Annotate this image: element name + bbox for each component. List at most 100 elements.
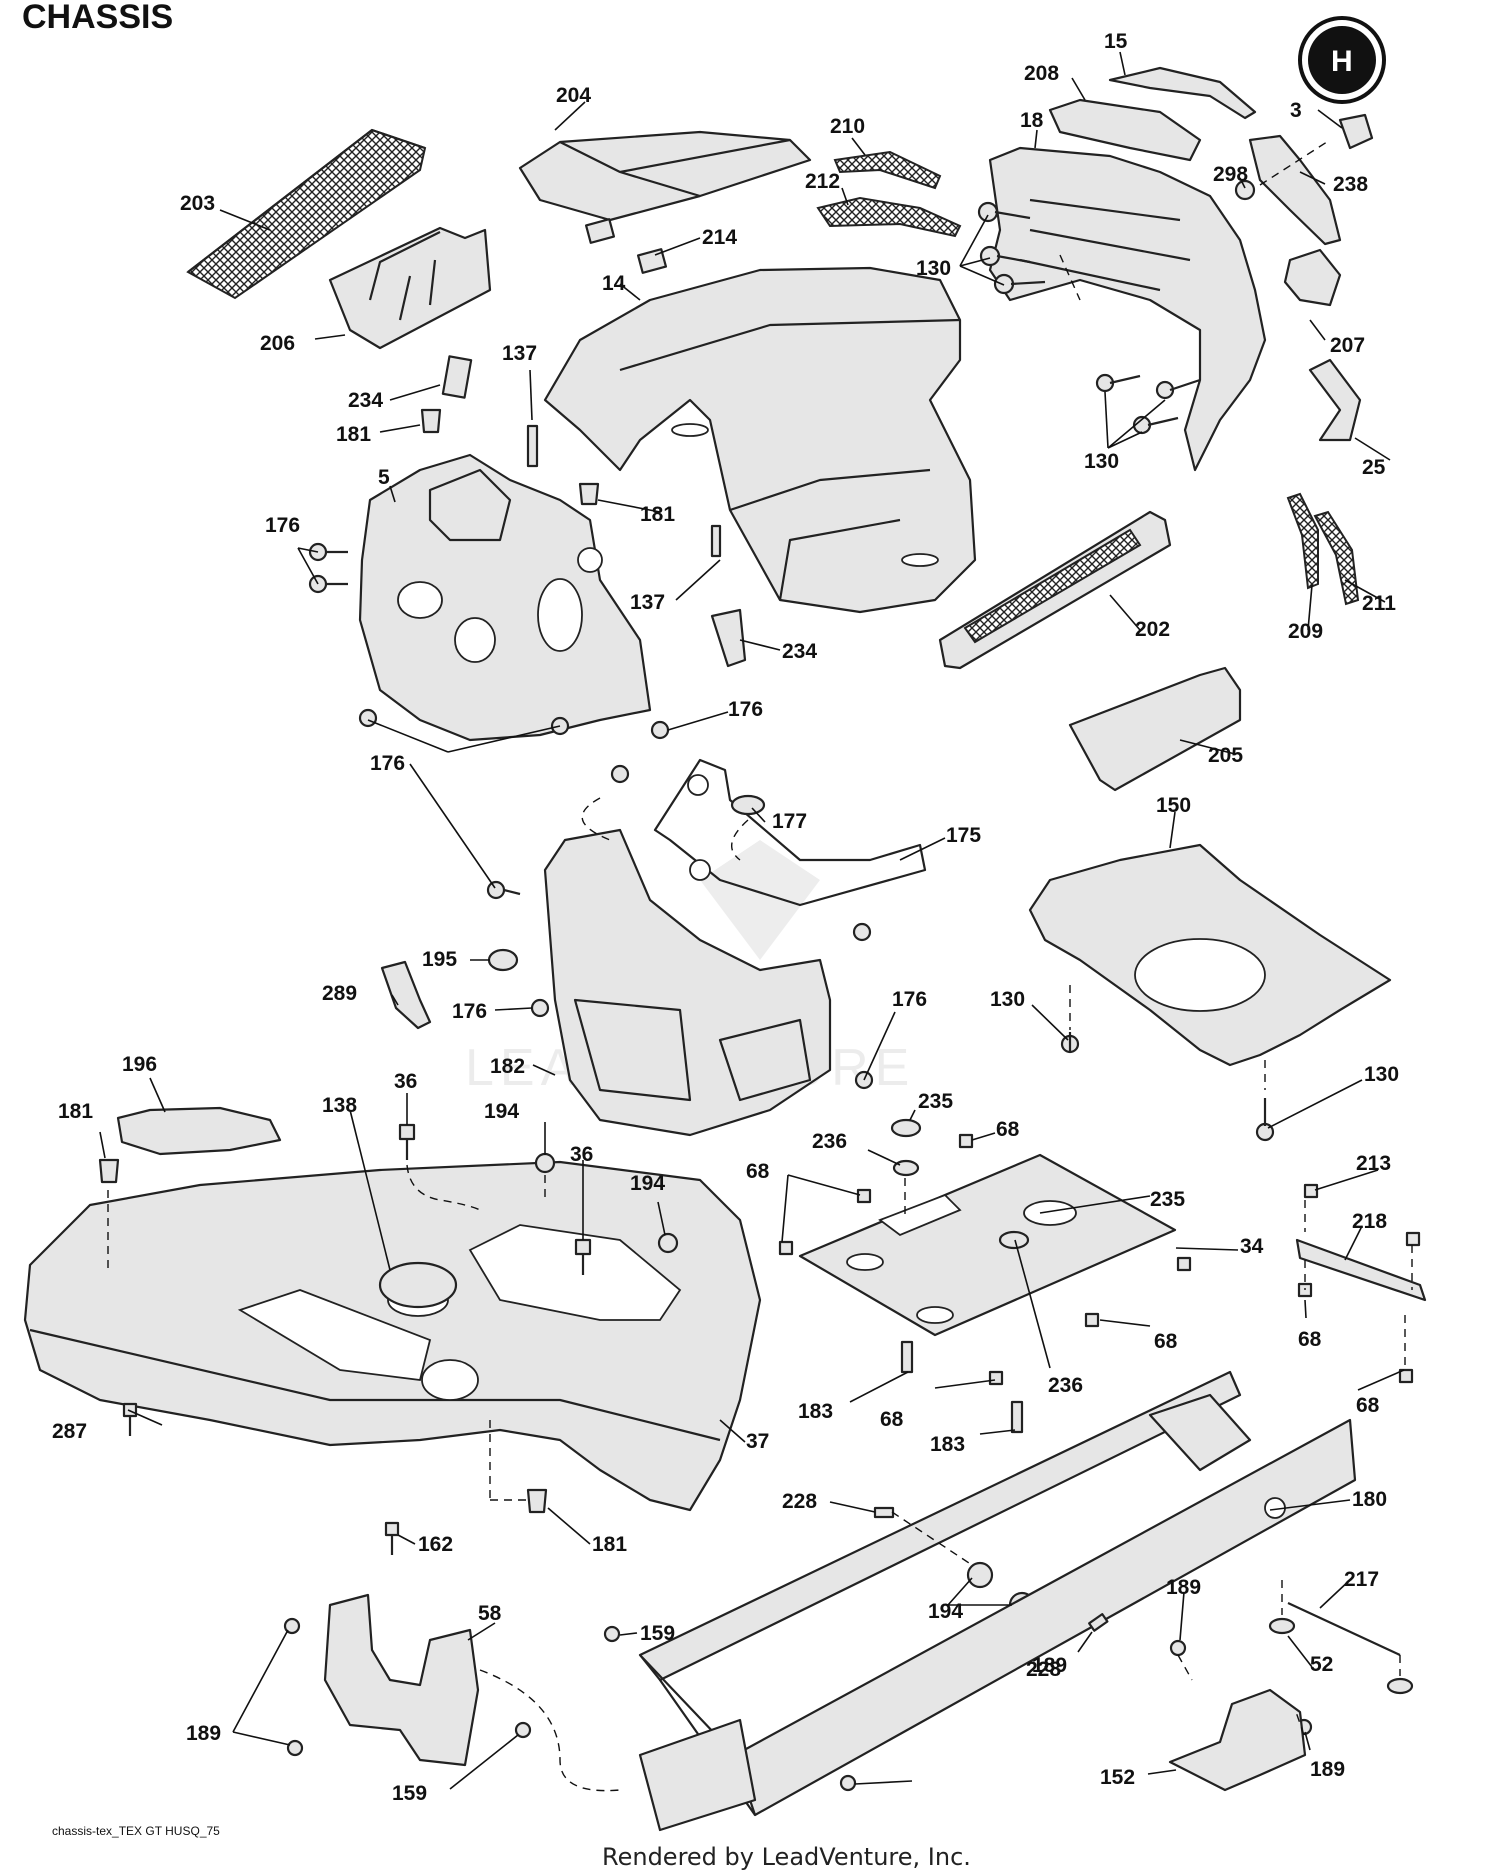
callout-label: 15 xyxy=(1104,30,1128,53)
part-grille-210 xyxy=(833,150,942,190)
part-nut-298 xyxy=(1234,179,1256,201)
callout-label: 203 xyxy=(180,192,215,215)
callout-label: 68 xyxy=(1356,1394,1380,1417)
callout-label: 180 xyxy=(1352,1488,1387,1511)
callout-label: 68 xyxy=(1298,1328,1322,1351)
callout-label: 159 xyxy=(640,1622,675,1645)
callout-label: 236 xyxy=(1048,1374,1083,1397)
part-strip-137a xyxy=(526,424,539,468)
callout-label: 182 xyxy=(490,1055,525,1078)
part-grille-front xyxy=(186,128,427,300)
callout-label: 138 xyxy=(322,1094,357,1117)
callout-label: 210 xyxy=(830,115,865,138)
callout-label: 137 xyxy=(630,591,665,614)
part-clip-214a xyxy=(584,218,616,244)
part-cover-25 xyxy=(1308,358,1362,442)
callout-label: 217 xyxy=(1344,1568,1379,1591)
part-rod-217 xyxy=(1268,1602,1414,1695)
callout-label: 218 xyxy=(1352,1210,1387,1233)
callout-label: 25 xyxy=(1362,456,1386,479)
callout-label: 130 xyxy=(1364,1063,1399,1086)
husqvarna-logo: H xyxy=(1298,16,1386,104)
callout-label: 206 xyxy=(260,332,295,355)
callout-label: 36 xyxy=(394,1070,417,1093)
callout-label: 189 xyxy=(1310,1758,1345,1781)
callout-labels: 204 15 208 3 18 210 212 298 238 203 214 … xyxy=(52,30,1399,1805)
callout-label: 52 xyxy=(1310,1653,1333,1676)
assembly-dashed-lines xyxy=(107,139,1413,1792)
part-bracket-206 xyxy=(328,226,492,350)
callout-label: 130 xyxy=(1084,450,1119,473)
part-spacers-235-236 xyxy=(890,1118,1030,1250)
callout-label: 181 xyxy=(58,1100,93,1123)
callout-label: 181 xyxy=(336,423,371,446)
callout-label: 177 xyxy=(772,810,807,833)
part-rivets-176-upper xyxy=(308,542,670,740)
callout-label: 152 xyxy=(1100,1766,1135,1789)
callout-label: 37 xyxy=(746,1430,769,1453)
callout-label: 137 xyxy=(502,342,537,365)
callout-label: 150 xyxy=(1156,794,1191,817)
part-clip-177 xyxy=(730,794,766,816)
part-bumper-195 xyxy=(487,948,519,972)
callout-label: 209 xyxy=(1288,620,1323,643)
callout-label: 183 xyxy=(798,1400,833,1423)
callout-label: 176 xyxy=(728,698,763,721)
callout-label: 214 xyxy=(702,226,737,249)
part-bracket-289 xyxy=(380,960,432,1030)
callout-label: 208 xyxy=(1024,62,1059,85)
part-cover-207 xyxy=(1283,248,1342,307)
callout-label: 34 xyxy=(1240,1235,1264,1258)
part-bracket-58 xyxy=(323,1593,480,1767)
sheet-title: CHASSIS xyxy=(22,0,173,36)
callout-label: 207 xyxy=(1330,334,1365,357)
part-fender xyxy=(23,1160,762,1512)
callout-label: 36 xyxy=(570,1143,593,1166)
callout-label: 238 xyxy=(1333,173,1368,196)
callout-label: 194 xyxy=(928,1600,963,1623)
callout-label: 58 xyxy=(478,1602,502,1625)
callout-label: 213 xyxy=(1356,1152,1391,1175)
part-grille-211 xyxy=(1313,510,1360,606)
callout-label: 130 xyxy=(990,988,1025,1011)
part-bracket-175 xyxy=(653,758,927,907)
callout-label: 196 xyxy=(122,1053,157,1076)
callout-label: 234 xyxy=(782,640,817,663)
part-front-panel xyxy=(543,828,832,1137)
callout-label: 181 xyxy=(640,503,675,526)
callout-label: 68 xyxy=(746,1160,770,1183)
callout-label: 189 xyxy=(1032,1654,1067,1677)
callout-label: 68 xyxy=(996,1118,1020,1141)
part-hood-cover xyxy=(518,130,812,222)
callout-label: 176 xyxy=(892,988,927,1011)
callout-label: 5 xyxy=(378,466,390,489)
part-floor-pan xyxy=(1028,843,1392,1067)
part-grille-212 xyxy=(816,196,962,238)
part-cover-196 xyxy=(116,1106,282,1156)
part-console xyxy=(358,453,652,742)
part-frame xyxy=(638,1370,1357,1832)
callout-label: 162 xyxy=(418,1533,453,1556)
callout-label: 189 xyxy=(1166,1576,1201,1599)
part-axle-plate xyxy=(798,1153,1177,1337)
part-dash-panel xyxy=(988,146,1267,472)
callout-leader-lines xyxy=(99,51,1405,1790)
part-cover-238 xyxy=(1248,134,1342,246)
callout-label: 176 xyxy=(265,514,300,537)
part-cover-205 xyxy=(1068,666,1242,792)
callout-label: 205 xyxy=(1208,744,1243,767)
callout-label: 228 xyxy=(782,1490,817,1513)
part-strip-137b xyxy=(710,524,722,558)
part-badge-3 xyxy=(1338,113,1374,150)
part-rivets-176-middle xyxy=(486,764,874,1090)
callout-label: 18 xyxy=(1020,109,1044,132)
part-boot-138 xyxy=(378,1261,458,1309)
part-grille-202 xyxy=(938,510,1172,670)
render-credit: Rendered by LeadVenture, Inc. xyxy=(602,1843,971,1871)
callout-label: 183 xyxy=(930,1433,965,1456)
part-plugs-181-lower xyxy=(98,1158,548,1514)
part-bracket-218 xyxy=(1295,1183,1427,1302)
part-grille-209 xyxy=(1286,492,1319,590)
callout-label: 202 xyxy=(1135,618,1170,641)
